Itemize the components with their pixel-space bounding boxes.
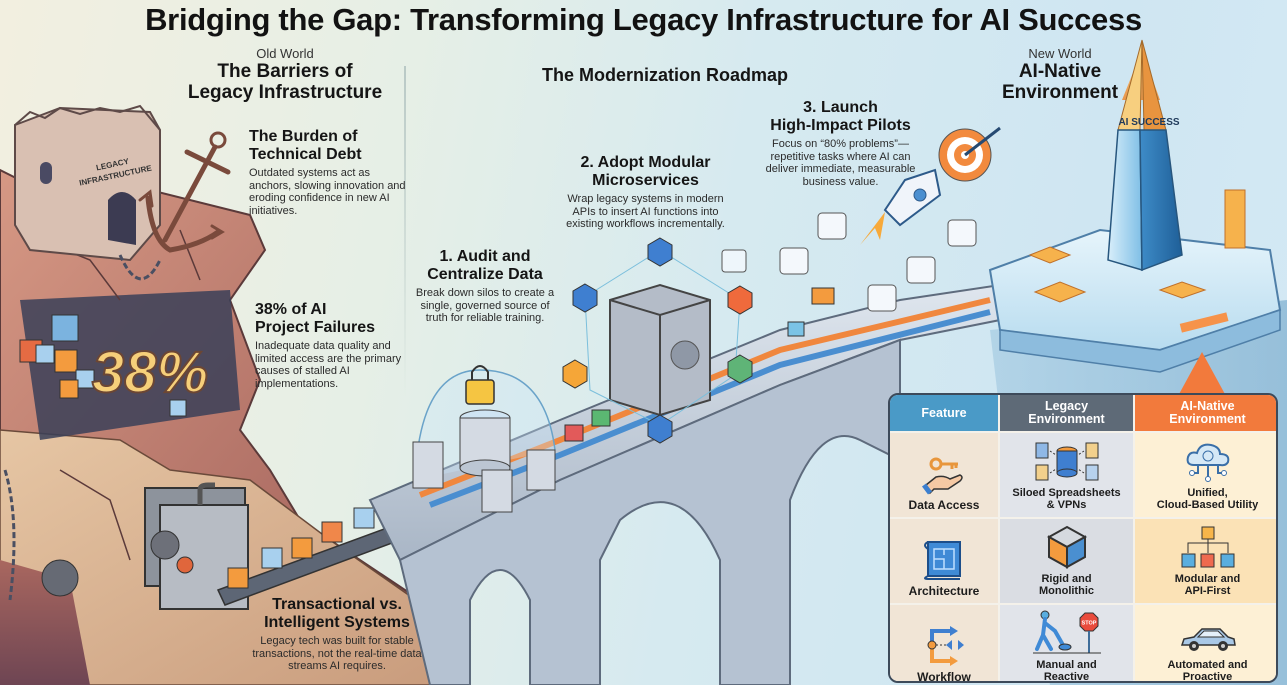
ai-label-line2: API-First bbox=[1184, 585, 1231, 597]
header-feature: Feature bbox=[890, 395, 998, 431]
feature-label: Architecture bbox=[908, 584, 980, 598]
feature-label: Data Access bbox=[908, 498, 980, 512]
callout-body: Legacy tech was built for stable transac… bbox=[252, 635, 422, 672]
ai-label-line2: Proactive bbox=[1182, 671, 1233, 683]
hand-key-icon bbox=[922, 457, 963, 495]
modular-cubes-icon bbox=[1181, 526, 1234, 568]
table-row-workflow-feature: Workflow bbox=[890, 605, 998, 683]
table-row-data-access-feature: Data Access bbox=[890, 433, 998, 517]
table-row-data-access-legacy: Siloed Spreadsheets & VPNs bbox=[1000, 433, 1133, 517]
legacy-label-line2: & VPNs bbox=[1046, 499, 1087, 511]
legacy-label-line1: Manual and bbox=[1036, 659, 1097, 671]
page-title: Bridging the Gap: Transforming Legacy In… bbox=[145, 2, 1142, 37]
old-world-kicker: Old World bbox=[256, 46, 314, 61]
table-pointer bbox=[1178, 352, 1226, 396]
chain bbox=[3, 254, 162, 601]
step-title-line1: 3. Launch bbox=[803, 99, 878, 116]
header-legacy-line2: Environment bbox=[1028, 412, 1105, 426]
table-row-workflow-ai: Automated and Proactive bbox=[1135, 605, 1276, 683]
stat-38-percent: 38% bbox=[19, 314, 209, 417]
legacy-machine-illustration bbox=[41, 482, 401, 610]
monolith-cube-icon bbox=[1046, 525, 1087, 569]
step-body: Wrap legacy systems in modern APIs to in… bbox=[566, 193, 725, 230]
anchor-icon bbox=[138, 131, 231, 253]
callout-title-line2: Project Failures bbox=[255, 319, 376, 336]
microservices-illustration bbox=[562, 237, 753, 444]
header-ai-line1: AI-Native bbox=[1180, 399, 1235, 413]
legacy-label-line1: Siloed Spreadsheets bbox=[1012, 487, 1121, 499]
callout-title-line2: Intelligent Systems bbox=[264, 614, 410, 631]
svg-text:STOP: STOP bbox=[1081, 621, 1096, 627]
step-title-line2: High-Impact Pilots bbox=[770, 117, 911, 134]
roadmap-step-1: 1. Audit and Centralize Data Break down … bbox=[410, 248, 560, 325]
old-world-title-line2: Legacy Infrastructure bbox=[187, 82, 383, 103]
header-legacy-line1: Legacy bbox=[1044, 399, 1089, 413]
new-world-title-line2: Environment bbox=[1001, 82, 1119, 103]
ai-label-line1: Unified, bbox=[1187, 487, 1228, 499]
legacy-label-line2: Monolithic bbox=[1039, 585, 1094, 597]
new-world-kicker: New World bbox=[1028, 46, 1092, 61]
cloud-network-icon bbox=[1186, 443, 1229, 482]
header-ai-line2: Environment bbox=[1169, 412, 1246, 426]
section-divider bbox=[404, 66, 406, 396]
callout-title-line1: 38% of AI bbox=[255, 301, 327, 318]
callout-body: Outdated systems act as anchors, slowing… bbox=[249, 167, 406, 217]
callout-ai-failures: 38% of AI Project Failures Inadequate da… bbox=[255, 301, 415, 390]
svg-text:AI SUCCESS: AI SUCCESS bbox=[1118, 117, 1179, 128]
callout-title-line2: Technical Debt bbox=[249, 146, 362, 163]
svg-text:38%: 38% bbox=[92, 340, 208, 405]
table-row-data-access-ai: Unified, Cloud-Based Utility bbox=[1135, 433, 1276, 517]
callout-transactional-systems: Transactional vs. Intelligent Systems Le… bbox=[252, 596, 422, 673]
old-world-title-line1: The Barriers of bbox=[217, 61, 353, 82]
roadmap-step-2: 2. Adopt Modular Microservices Wrap lega… bbox=[558, 154, 733, 231]
rocket-target-illustration bbox=[779, 126, 1001, 312]
feature-label: Workflow bbox=[917, 670, 971, 683]
data-vault-illustration bbox=[412, 365, 556, 513]
ai-label-line2: Cloud-Based Utility bbox=[1156, 499, 1259, 511]
blueprint-icon bbox=[924, 541, 961, 580]
table-row-architecture-feature: Architecture bbox=[890, 519, 998, 603]
siloed-database-icon bbox=[1035, 442, 1098, 481]
person-mower-stop-icon: STOP bbox=[1032, 610, 1101, 654]
table-row-workflow-legacy: STOP Manual and Reactive bbox=[1000, 605, 1133, 683]
car-icon bbox=[1180, 628, 1236, 651]
legacy-tower-illustration: LEGACY INFRASTRUCTURE bbox=[14, 104, 161, 262]
roadmap-title: The Modernization Roadmap bbox=[541, 65, 788, 85]
table-row-architecture-ai: Modular and API-First bbox=[1135, 519, 1276, 603]
new-world-title-line1: AI-Native bbox=[1018, 61, 1102, 82]
callout-title-line1: Transactional vs. bbox=[272, 596, 402, 613]
legacy-label-line2: Reactive bbox=[1043, 671, 1090, 683]
callout-title-line1: The Burden of bbox=[249, 128, 358, 145]
step-body: Focus on “80% problems”—repetitive tasks… bbox=[765, 138, 916, 188]
step-body: Break down silos to create a single, gov… bbox=[415, 287, 555, 324]
ai-label-line1: Modular and bbox=[1174, 573, 1241, 585]
ai-label-line1: Automated and bbox=[1167, 659, 1248, 671]
step-title-line2: Centralize Data bbox=[427, 266, 543, 283]
callout-body: Inadequate data quality and limited acce… bbox=[255, 340, 402, 390]
step-title-line1: 2. Adopt Modular bbox=[580, 154, 711, 171]
step-title-line2: Microservices bbox=[592, 172, 699, 189]
new-world-header: New World AI-Native Environment bbox=[970, 46, 1150, 103]
step-title-line1: 1. Audit and bbox=[439, 248, 531, 265]
table-row-architecture-legacy: Rigid and Monolithic bbox=[1000, 519, 1133, 603]
legacy-label-line1: Rigid and bbox=[1041, 573, 1092, 585]
old-world-header: Old World The Barriers of Legacy Infrast… bbox=[160, 46, 410, 103]
workflow-arrows-icon bbox=[927, 626, 964, 666]
roadmap-step-3: 3. Launch High-Impact Pilots Focus on “8… bbox=[758, 99, 923, 188]
callout-technical-debt: The Burden of Technical Debt Outdated sy… bbox=[249, 128, 409, 217]
